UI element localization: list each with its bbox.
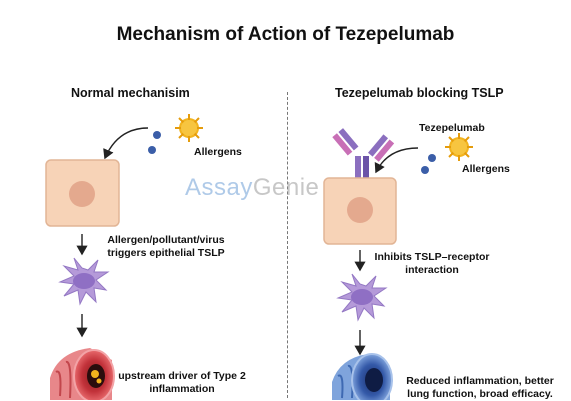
left-trigger-line2: triggers epithelial TSLP (107, 247, 225, 259)
right-inhibit-line2: interaction (405, 264, 459, 276)
right-inhibit-label: Inhibits TSLP–receptor interaction (362, 251, 502, 277)
left-allergen-icon (175, 114, 203, 142)
inflamed-airway-icon (50, 348, 115, 400)
right-outcome-line1: Reduced inflammation, better (406, 375, 554, 387)
right-inhibit-line1: Inhibits TSLP–receptor (374, 251, 490, 263)
right-allergens-label: Allergens (462, 163, 510, 175)
healthy-airway-icon (332, 353, 393, 400)
right-dendritic-cell (336, 273, 388, 322)
left-outcome-label: upstream driver of Type 2 inflammation (112, 370, 252, 396)
tezepelumab-antibody-icon (332, 128, 395, 178)
assaygenie-watermark: AssayGenie (185, 174, 319, 202)
left-trigger-label: Allergen/pollutant/virus triggers epithe… (96, 234, 236, 260)
panel-divider (287, 92, 288, 398)
right-allergen-particles (421, 154, 436, 174)
left-outcome-line1: upstream driver of Type 2 (118, 370, 246, 382)
right-outcome-label: Reduced inflammation, better lung functi… (395, 375, 565, 401)
right-epithelial-cell (323, 177, 397, 245)
right-allergen-icon (445, 133, 473, 161)
watermark-part1: Assay (185, 174, 253, 201)
left-panel-heading: Normal mechanisim (71, 86, 190, 100)
tezepelumab-label: Tezepelumab (419, 122, 485, 134)
right-curved-arrow (374, 147, 419, 174)
left-curved-arrow (103, 127, 149, 160)
left-outcome-line2: inflammation (149, 383, 215, 395)
left-allergen-particles (148, 131, 161, 154)
left-epithelial-cell (45, 159, 120, 227)
left-allergens-label: Allergens (194, 146, 242, 158)
left-dendritic-cell (58, 257, 110, 306)
right-outcome-line2: lung function, broad efficacy. (407, 388, 553, 400)
diagram-title: Mechanism of Action of Tezepelumab (116, 24, 455, 45)
right-panel-heading: Tezepelumab blocking TSLP (335, 86, 504, 100)
left-trigger-line1: Allergen/pollutant/virus (107, 234, 225, 246)
watermark-part2: Genie (252, 174, 320, 201)
